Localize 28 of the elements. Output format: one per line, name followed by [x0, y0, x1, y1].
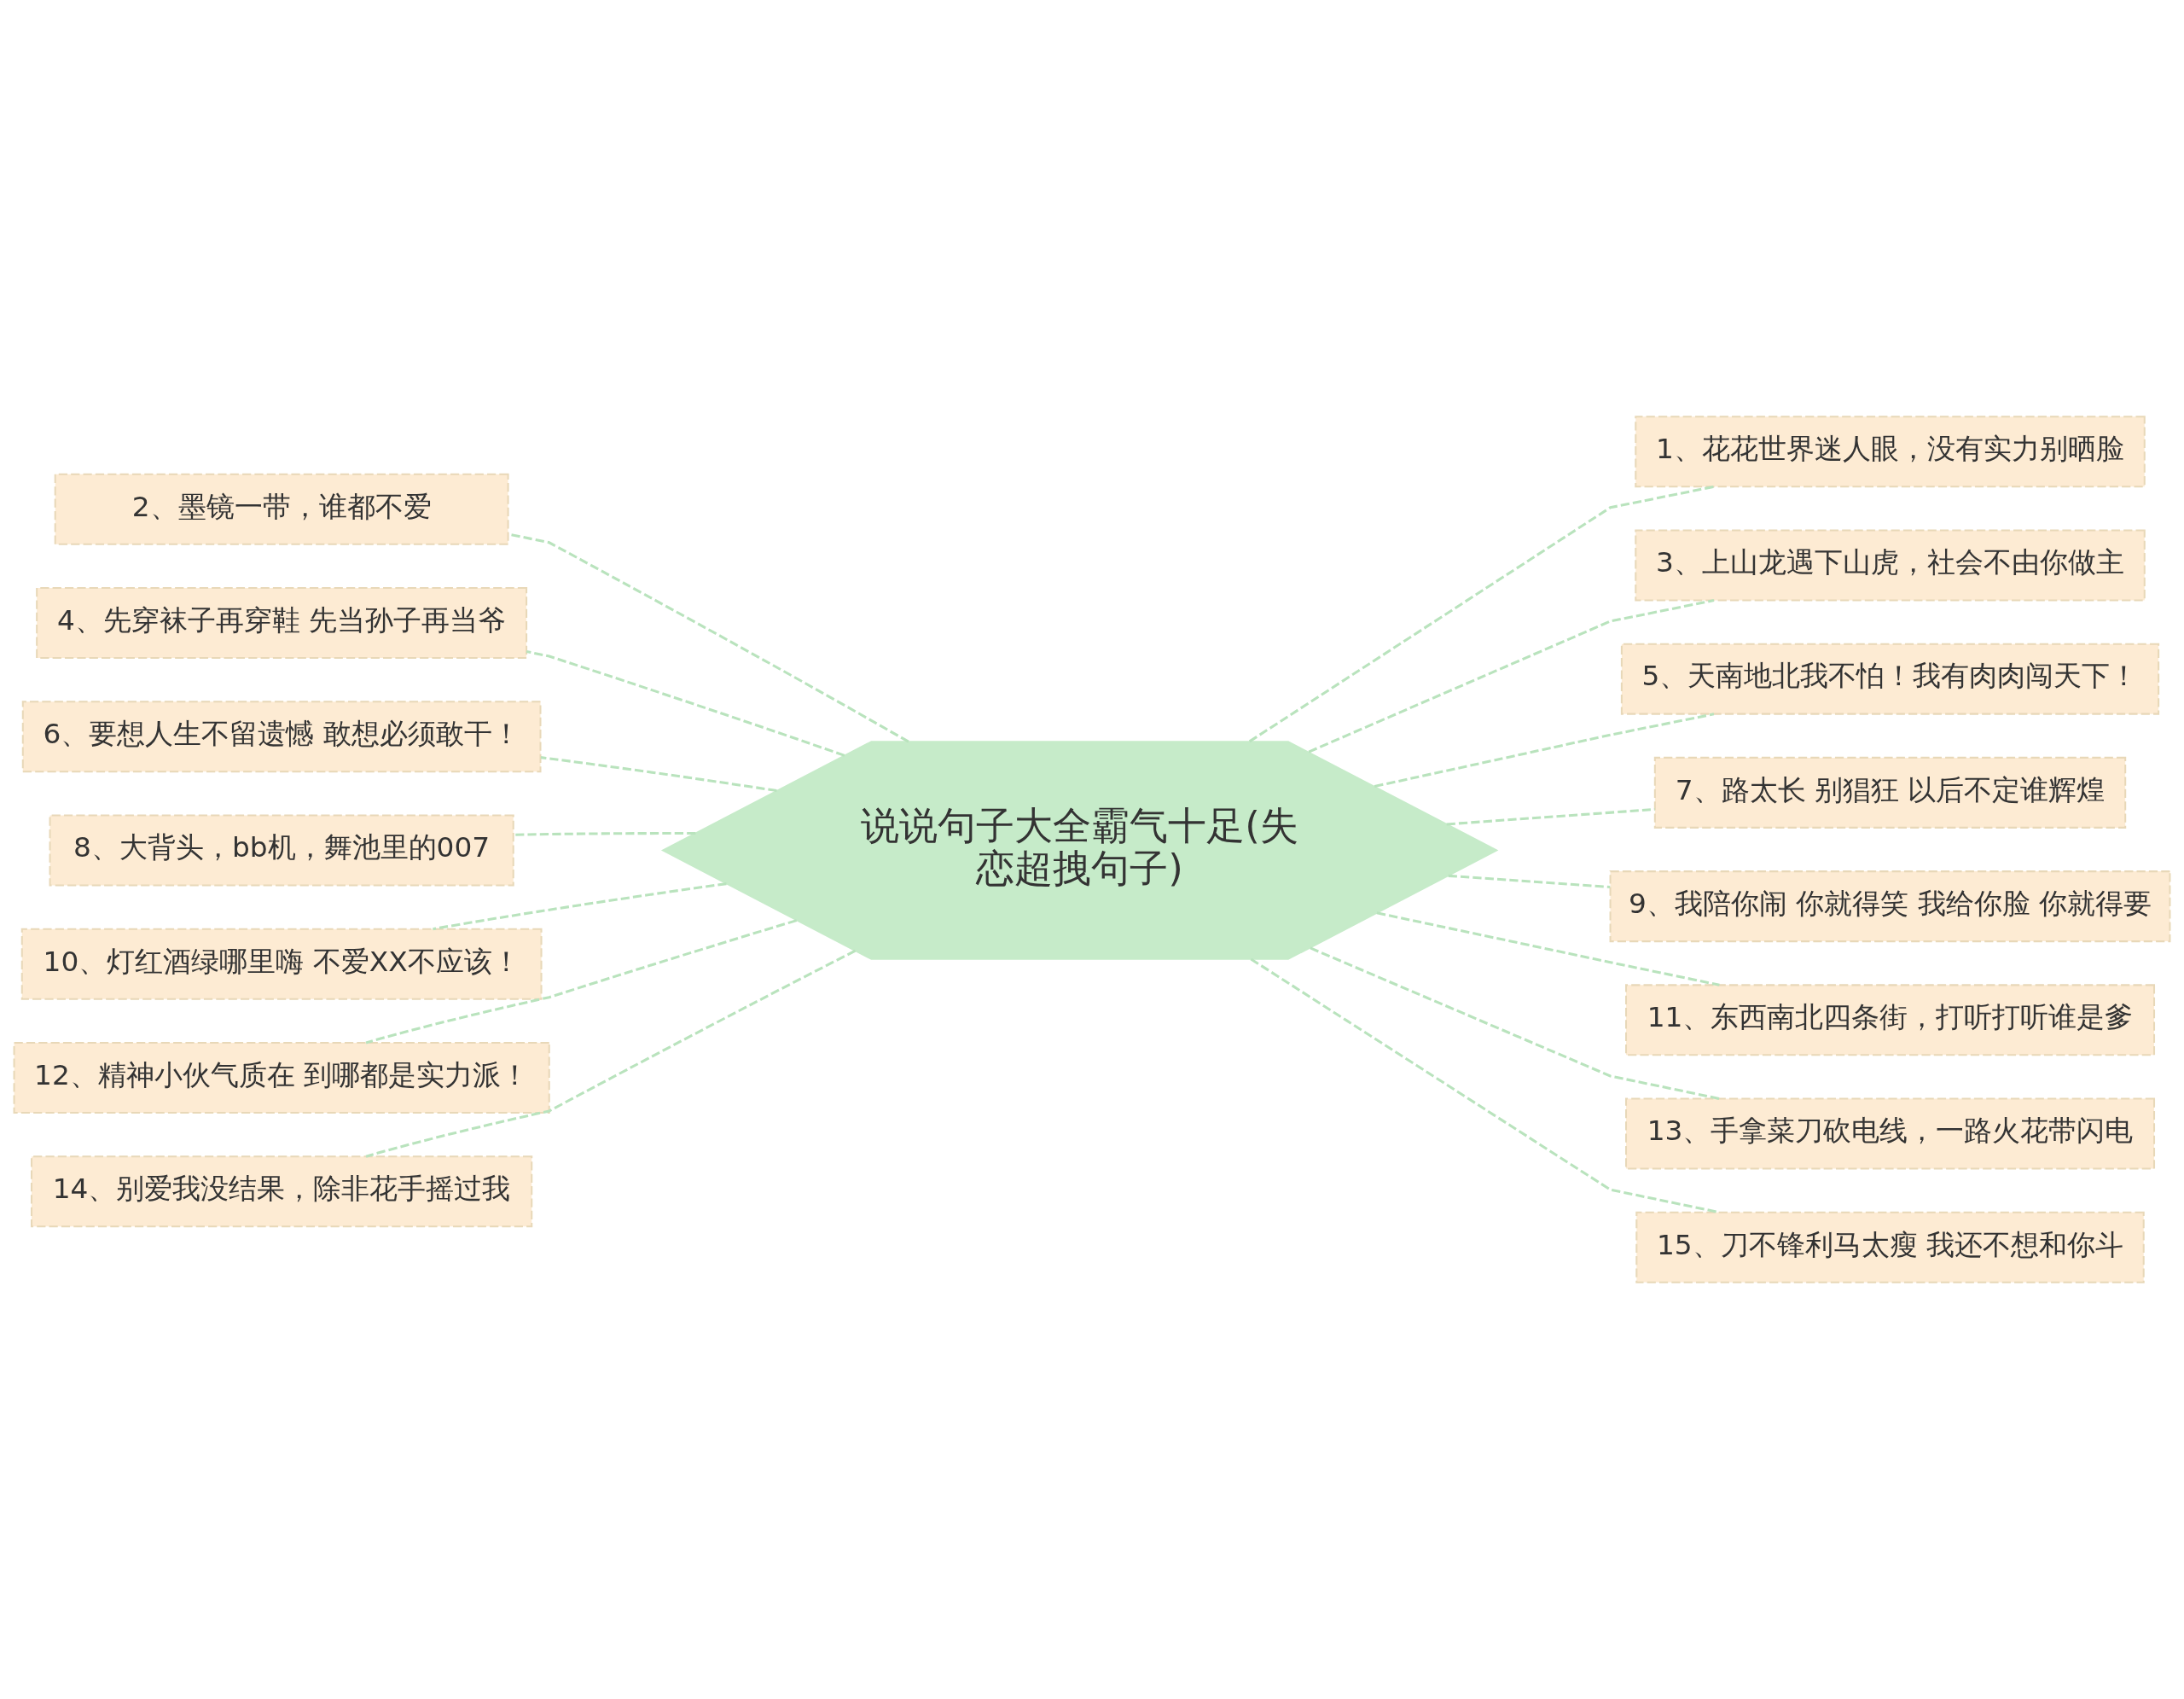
- node-box: 10、灯红酒绿哪里嗨 不爱XX不应该！: [20, 928, 543, 1000]
- node-box: 13、手拿菜刀砍电线，一路火花带闪电: [1625, 1097, 2156, 1170]
- node-box: 6、要想人生不留遗憾 敢想必须敢干！: [21, 701, 542, 773]
- connector: [1248, 485, 1715, 743]
- connector: [365, 949, 857, 1158]
- connector: [1446, 807, 1655, 826]
- connector: [526, 650, 845, 757]
- connector: [1374, 713, 1715, 788]
- node-box: 11、东西南北四条街，打听打听谁是爹: [1625, 984, 2156, 1056]
- node-box: 9、我陪你闹 你就得笑 我给你脸 你就得要: [1609, 870, 2171, 943]
- node-box: 8、大背头，bb机，舞池里的007: [49, 814, 514, 887]
- node-box: 2、墨镜一带，谁都不爱: [54, 473, 509, 545]
- connector: [1310, 946, 1720, 1100]
- node-box: 12、精神小伙气质在 到哪都是实力派！: [13, 1041, 550, 1114]
- connector: [1448, 874, 1611, 889]
- connector: [540, 756, 777, 793]
- node-box: 15、刀不锋利马太瘦 我还不想和你斗: [1635, 1211, 2145, 1283]
- node-box: 1、花花世界迷人眼，没有实力别晒脸: [1635, 416, 2146, 488]
- node-box: 14、别爱我没结果，除非花手摇过我: [31, 1155, 533, 1228]
- connector: [1308, 599, 1715, 753]
- connector: [514, 832, 696, 836]
- connector: [1376, 911, 1720, 986]
- connector: [433, 882, 727, 931]
- node-box: 3、上山龙遇下山虎，社会不由你做主: [1635, 529, 2146, 602]
- node-box: 4、先穿袜子再穿鞋 先当孙子再当爷: [36, 587, 528, 660]
- node-box: 5、天南地北我不怕！我有肉肉闯天下！: [1620, 643, 2160, 715]
- connector: [365, 919, 798, 1044]
- node-box: 7、路太长 别猖狂 以后不定谁辉煌: [1653, 756, 2127, 829]
